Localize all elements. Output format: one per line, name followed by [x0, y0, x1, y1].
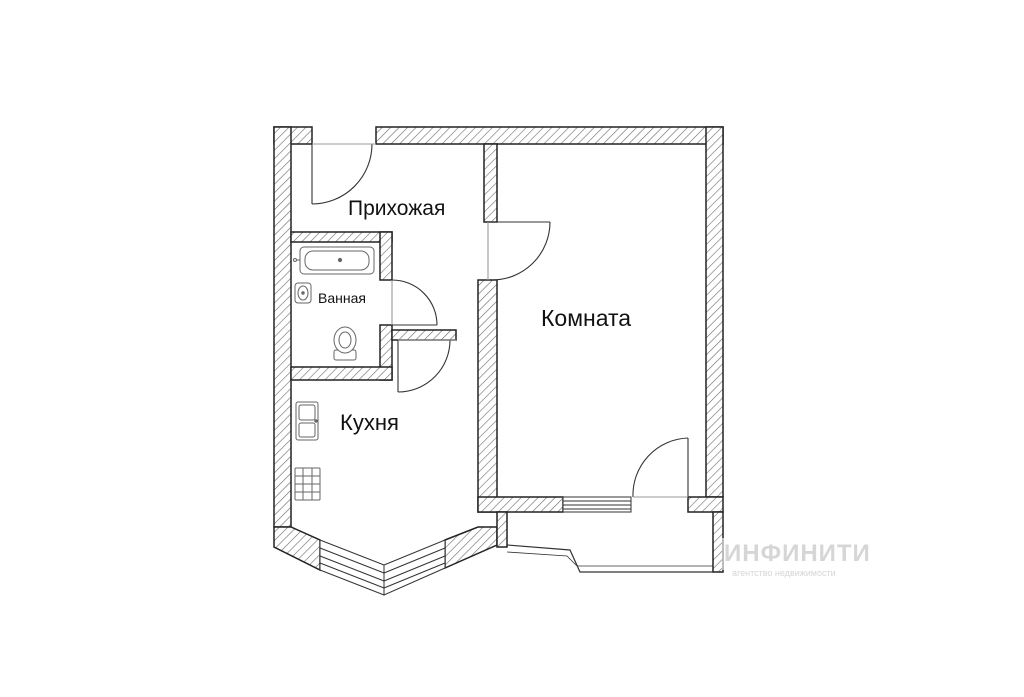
bathtub-icon	[293, 246, 375, 275]
wall-right	[705, 126, 724, 498]
wall-bath-bottom	[290, 366, 393, 381]
watermark-brand: ИНФИНИТИ	[724, 540, 871, 567]
label-kitchen: Кухня	[340, 410, 399, 435]
doors	[311, 143, 689, 498]
wall-left	[273, 126, 292, 528]
door-bathroom	[391, 279, 438, 326]
fixtures	[293, 246, 375, 501]
wall-kitchen-bay-left	[273, 526, 321, 572]
wall-bath-right	[379, 231, 393, 281]
stove-icon	[294, 467, 321, 501]
label-room: Комната	[541, 305, 631, 331]
label-hallway: Прихожая	[348, 197, 445, 220]
balcony-outline	[506, 544, 713, 573]
wall-balcony-right	[712, 511, 724, 573]
wall-room-bottom-right	[687, 496, 724, 513]
wall-kitchen-bay-right	[444, 526, 498, 570]
wall-room-bottom	[477, 496, 564, 513]
label-bathroom: Ванная	[318, 290, 366, 306]
wall-corridor-stub	[391, 329, 457, 341]
wall-center-lower	[477, 279, 498, 513]
wall-balcony-left	[496, 511, 508, 548]
kitchen-sink-icon	[295, 401, 319, 441]
watermark: ИНФИНИТИ агентство недвижимости	[722, 538, 922, 578]
window-kitchen-right	[383, 539, 446, 596]
wall-center-upper	[483, 143, 498, 223]
door-room	[487, 221, 551, 281]
windows	[319, 496, 632, 596]
sink-icon	[294, 282, 312, 304]
balcony	[506, 544, 713, 573]
window-kitchen-left	[319, 539, 385, 596]
door-entry	[311, 143, 376, 205]
toilet-icon	[333, 326, 357, 361]
door-kitchen	[397, 339, 456, 393]
walls	[273, 126, 724, 573]
wall-top-right	[375, 126, 724, 145]
wall-bath-top	[290, 231, 393, 243]
watermark-tagline: агентство недвижимости	[732, 568, 836, 578]
door-balcony	[632, 437, 689, 498]
